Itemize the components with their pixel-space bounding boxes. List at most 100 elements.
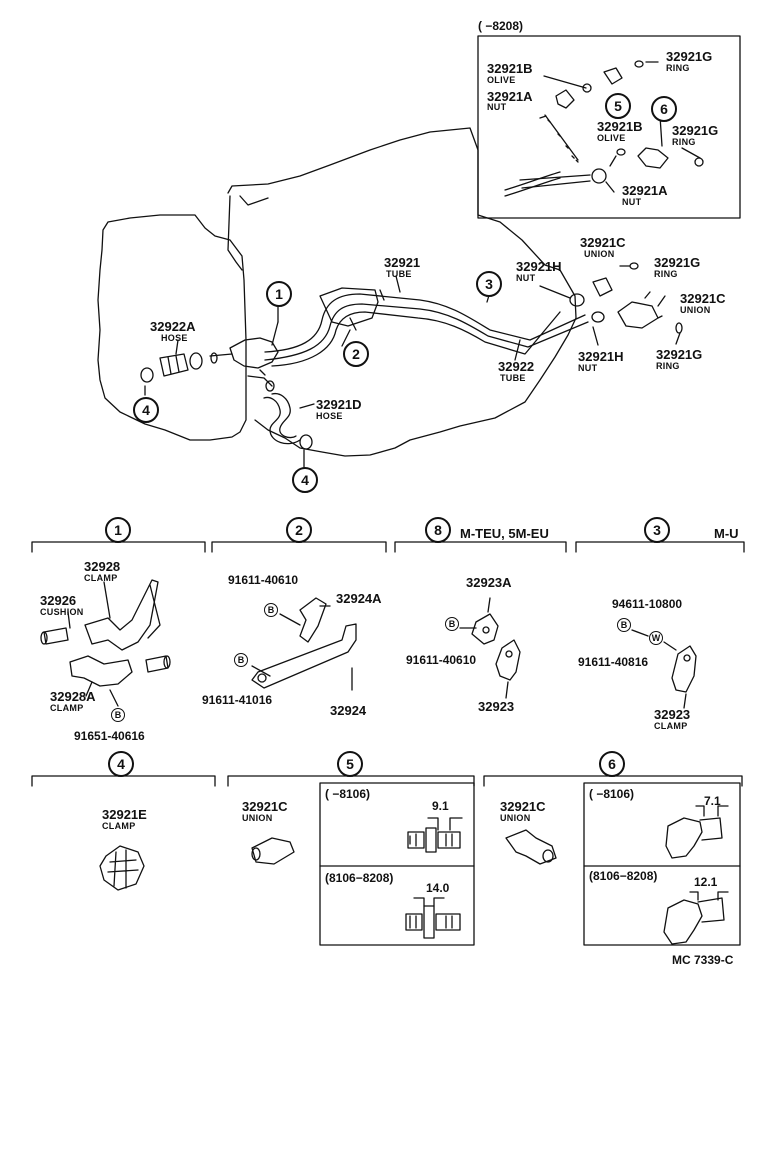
- ring-desc-2: RING: [672, 137, 696, 147]
- callout-4-main-b: 4: [292, 467, 318, 493]
- bolt-91611-40816-label: 91611-40816: [578, 655, 649, 669]
- union-desc-2: UNION: [680, 305, 711, 315]
- bolt-callout-3: B: [617, 618, 631, 632]
- box-5: [319, 782, 475, 946]
- bolt-callout-2b: B: [234, 653, 248, 667]
- range-5a: ( −8106): [325, 787, 371, 801]
- callout-3-main: 3: [476, 271, 502, 297]
- ring-desc-4: RING: [656, 361, 680, 371]
- part-32921d-label: 32921D: [316, 397, 362, 412]
- fitting-assembly: [229, 337, 279, 369]
- part-32924a-label: 32924A: [336, 591, 382, 606]
- part-32921g-label-2: 32921G: [672, 123, 719, 138]
- part-32921c-label: 32921C: [580, 235, 626, 250]
- callout-6-inset: 6: [651, 96, 677, 122]
- part-32921-label: 32921: [384, 255, 421, 270]
- clamp-32924a: [299, 597, 327, 643]
- dim-6b: 12.1: [694, 875, 718, 889]
- section-6-callout: 6: [599, 751, 625, 777]
- tube-desc: TUBE: [386, 269, 412, 279]
- bracket-6: [483, 775, 743, 787]
- clamp-32923a: [471, 613, 499, 645]
- clamp-32928: [84, 579, 159, 651]
- cushion-desc: CUSHION: [40, 607, 84, 617]
- bracket-8: [394, 541, 567, 553]
- clamp-32924: [251, 623, 357, 689]
- part-32921g-label-3: 32921G: [654, 255, 701, 270]
- part-32928a-label: 32928A: [50, 689, 96, 704]
- tube-32921-a: [264, 293, 586, 353]
- section-3-title: M-U: [714, 526, 739, 541]
- part-32921g-label-4: 32921G: [656, 347, 703, 362]
- callout-2-main: 2: [343, 341, 369, 367]
- inset-range: ( −8208): [478, 19, 524, 33]
- ring-desc: RING: [666, 63, 690, 73]
- union-32921c-5: [251, 837, 295, 865]
- clamp-32923-m-u: [671, 645, 697, 693]
- dim-5a: 9.1: [432, 799, 449, 813]
- engine-detail: [239, 195, 269, 206]
- part-32921a-label-2: 32921A: [622, 183, 668, 198]
- bracket-5: [227, 775, 475, 787]
- olive-desc: OLIVE: [487, 75, 516, 85]
- part-32923-label-8: 32923: [478, 699, 515, 714]
- callout-5-inset: 5: [605, 93, 631, 119]
- block-outline: [97, 214, 247, 441]
- bracket-3: [575, 541, 745, 553]
- bolt-91611-41016-label: 91611-41016: [202, 693, 273, 707]
- union-desc: UNION: [584, 249, 615, 259]
- inset-box: [477, 35, 741, 219]
- part-32921a-label: 32921A: [487, 89, 533, 104]
- engine-outline: [227, 127, 577, 457]
- section-3-callout: 3: [644, 517, 670, 543]
- bracket-1: [31, 541, 206, 553]
- hose-desc-2: HOSE: [316, 411, 343, 421]
- section-4-callout: 4: [108, 751, 134, 777]
- section-2-callout: 2: [286, 517, 312, 543]
- part-32921c-label-2: 32921C: [680, 291, 726, 306]
- part-32921e-label: 32921E: [102, 807, 147, 822]
- clamp-desc-1a: CLAMP: [50, 703, 84, 713]
- bolt-callout-8: B: [445, 617, 459, 631]
- clamp-32928a: [69, 655, 133, 687]
- hose-desc: HOSE: [161, 333, 188, 343]
- bolt-91611-40610-label: 91611-40610: [228, 573, 299, 587]
- part-32921h-label-2: 32921H: [578, 349, 624, 364]
- range-5b: (8106−8208): [325, 871, 394, 885]
- nut-desc: NUT: [487, 102, 507, 112]
- part-32921c-label-6: 32921C: [500, 799, 546, 814]
- box-6: [583, 782, 741, 946]
- dim-6a: 7.1: [704, 794, 721, 808]
- washer-94611-label: 94611-10800: [612, 597, 683, 611]
- section-5-callout: 5: [337, 751, 363, 777]
- part-32928-label: 32928: [84, 559, 121, 574]
- olive-desc-2: OLIVE: [597, 133, 626, 143]
- section-8-callout: 8: [425, 517, 451, 543]
- clamp-desc-1: CLAMP: [84, 573, 118, 583]
- clamp-desc-3: CLAMP: [654, 721, 688, 731]
- bracket-2: [211, 541, 387, 553]
- part-32924-label: 32924: [330, 703, 367, 718]
- nut-desc-4: NUT: [578, 363, 598, 373]
- nut-desc-2: NUT: [622, 197, 642, 207]
- hose-32922a: [159, 353, 189, 377]
- part-32926-label: 32926: [40, 593, 77, 608]
- section-8-title: M-TEU, 5M-EU: [460, 526, 549, 541]
- bracket-4: [31, 775, 216, 787]
- clamp-32921e: [99, 845, 145, 891]
- tube-desc-2: TUBE: [500, 373, 526, 383]
- diagram-code: MC 7339-C: [672, 953, 734, 967]
- union-32921c-6: [505, 829, 557, 865]
- range-6a: ( −8106): [589, 787, 635, 801]
- callout-4-main-a: 4: [133, 397, 159, 423]
- part-32921c-label-5: 32921C: [242, 799, 288, 814]
- part-32923-label-3: 32923: [654, 707, 691, 722]
- part-32921h-label: 32921H: [516, 259, 562, 274]
- nut-desc-3: NUT: [516, 273, 536, 283]
- union-desc-5: UNION: [242, 813, 273, 823]
- union-desc-6: UNION: [500, 813, 531, 823]
- tube-32921-b: [264, 303, 589, 361]
- callout-1-main: 1: [266, 281, 292, 307]
- tube-32922: [271, 311, 561, 367]
- clamp-32923-m-teu: [495, 639, 521, 681]
